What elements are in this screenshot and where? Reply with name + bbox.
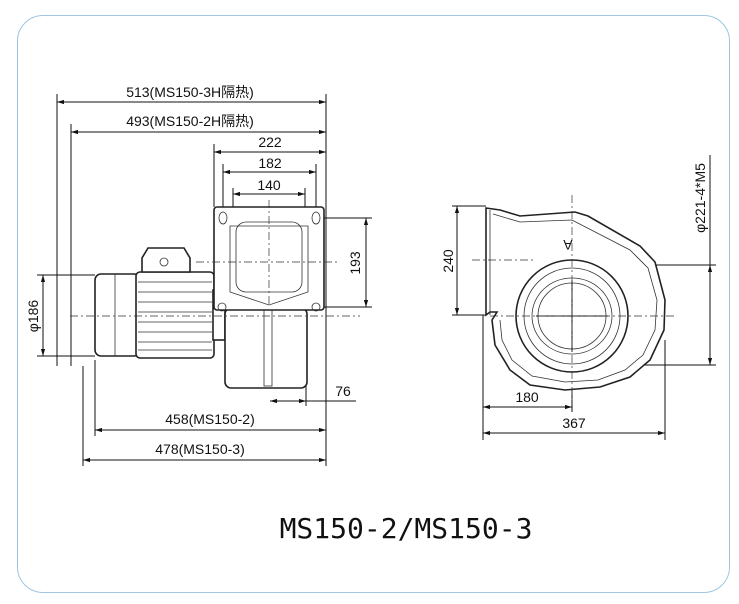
marker-a: A — [563, 237, 573, 253]
dim-140-label: 140 — [257, 177, 281, 193]
dim-240-label: 240 — [440, 249, 456, 273]
dim-240: 240 — [440, 205, 486, 316]
dim-222: 222 — [214, 134, 326, 155]
drawing-frame — [17, 15, 730, 593]
dim-bolt-circle-label: φ221-4*M5 — [692, 163, 708, 233]
dim-367-label: 367 — [562, 415, 586, 431]
dim-493-label: 493(MS150-2H隔热) — [126, 113, 254, 129]
dim-186: φ186 — [25, 274, 95, 357]
dim-478-label: 478(MS150-3) — [155, 441, 245, 457]
dim-193-label: 193 — [347, 251, 363, 275]
dim-478: 478(MS150-3) — [83, 441, 326, 463]
dim-180: 180 — [483, 389, 572, 410]
dim-222-label: 222 — [258, 134, 282, 150]
dim-140: 140 — [233, 177, 305, 197]
dim-367: 367 — [483, 415, 665, 436]
drawing-title: MS150-2/MS150-3 — [280, 512, 533, 545]
motor — [94, 247, 226, 359]
dim-193: 193 — [318, 217, 372, 308]
dim-493: 493(MS150-2H隔热) — [71, 113, 326, 135]
side-view: 513(MS150-3H隔热) 493(MS150-2H隔热) 222 182 … — [25, 84, 372, 466]
dim-76: 76 — [270, 383, 356, 406]
dim-182: 182 — [223, 155, 316, 175]
dim-76-label: 76 — [335, 383, 351, 399]
dim-458-label: 458(MS150-2) — [165, 411, 255, 427]
dim-458: 458(MS150-2) — [95, 411, 326, 433]
dim-180-label: 180 — [515, 389, 539, 405]
volute-housing: A — [485, 207, 666, 391]
dim-182-label: 182 — [258, 155, 282, 171]
dim-513: 513(MS150-3H隔热) — [57, 84, 326, 105]
dim-186-label: φ186 — [25, 300, 41, 333]
fan-housing — [213, 206, 325, 389]
front-view: 240 180 367 φ221-4*M5 A — [440, 155, 716, 440]
dim-513-label: 513(MS150-3H隔热) — [126, 84, 254, 100]
